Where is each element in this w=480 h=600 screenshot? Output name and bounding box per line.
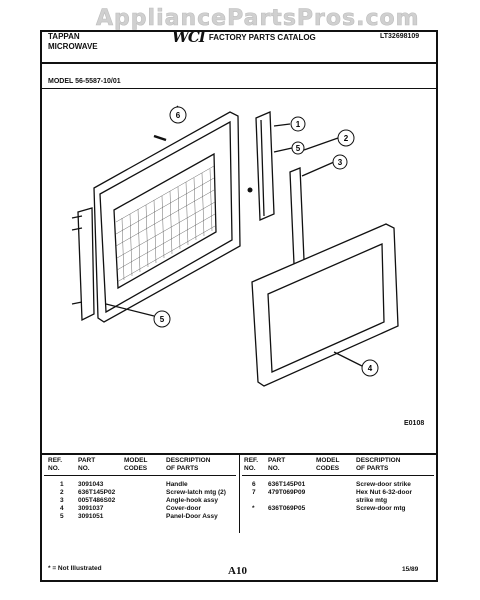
table-row-part: 636T145P01 [268,481,306,488]
table-row-ref: 4 [60,505,64,512]
header-rule-left [44,475,236,476]
header-ref-left: REF.NO. [48,457,63,472]
table-row-part: 479T069P09 [268,489,306,496]
table-row-part: 636T145P02 [78,489,116,496]
table-row-desc: Angle-hook assy [166,497,219,504]
catalog-header: WCI FACTORY PARTS CATALOG [172,28,316,46]
table-row-ref: * [252,505,255,512]
watermark: AppliancePartsPros.com [96,6,420,32]
table-row-desc: Panel-Door Assy [166,513,218,520]
callout-6: 6 [176,111,181,120]
catalog-date: 15/89 [402,566,419,573]
not-illustrated-note: * = Not Illustrated [48,565,102,572]
header-ref-right: REF.NO. [244,457,259,472]
wci-logo: WCI [172,28,206,46]
diagram-code: E0108 [404,420,425,427]
table-row-part: 3091043 [78,481,104,488]
table-row-desc: Screw-door strike [356,481,411,488]
exploded-parts-diagram: 6 1 2 3 5 4 5 [71,105,399,387]
latch-bracket [289,167,305,265]
callout-5: 5 [160,315,165,324]
table-row-part: 3091037 [78,505,104,512]
table-row-ref: 6 [252,481,256,488]
table-row-part: 636T069P05 [268,505,306,512]
page-number: A10 [228,565,247,577]
screw [247,187,253,193]
table-row-part: 005T486S02 [78,497,116,504]
callout-4: 4 [368,364,373,373]
table-row-ref: 2 [60,489,64,496]
callout-1: 1 [296,120,301,129]
header-rule [42,62,436,64]
catalog-title: FACTORY PARTS CATALOG [208,32,316,42]
table-row-part: 3091051 [78,513,104,520]
table-row-desc: Hex Nut 6-32-door [356,489,412,496]
catalog-number: LT32698109 [380,33,420,40]
callout-5-upper: 5 [296,144,301,153]
header-rule-right [242,475,434,476]
table-row-desc: Screw-door mtg [356,505,406,512]
table-row-ref: 7 [252,489,256,496]
model-rule [42,88,436,89]
table-row-ref: 5 [60,513,64,520]
table-divider [239,453,240,533]
brand-line-1: TAPPAN [48,32,80,41]
table-row-desc: Handle [166,481,188,488]
table-row-desc: strike mtg [356,497,388,504]
table-row-ref: 1 [60,481,64,488]
model-number: MODEL 56-5587-10/01 [48,78,121,85]
brand-block: TAPPAN MICROWAVE [48,32,98,52]
brand-line-2: MICROWAVE [48,42,98,51]
cover-door [251,223,399,387]
table-row-desc: Cover-door [166,505,202,512]
callout-3: 3 [338,158,343,167]
handle [255,111,275,221]
table-row-desc: Screw-latch mtg (2) [166,489,226,496]
callout-2: 2 [344,134,349,143]
table-row-ref: 3 [60,497,64,504]
